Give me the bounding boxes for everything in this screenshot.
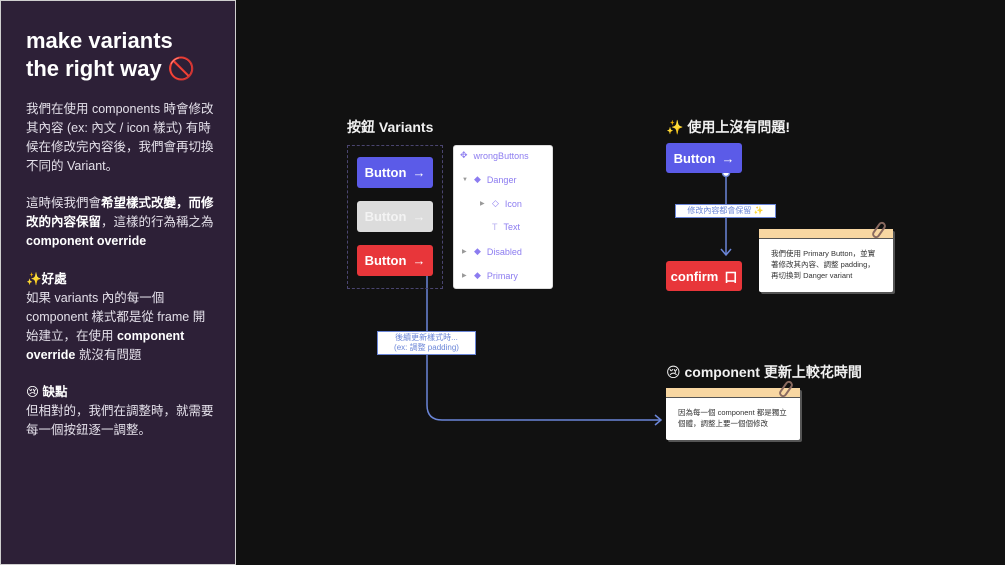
- layer-label: Primary: [486, 270, 518, 281]
- variants-heading: 按鈕 Variants: [347, 119, 434, 135]
- title-line: make variants: [26, 28, 173, 53]
- layer-label: Disabled: [486, 246, 522, 257]
- danger-button[interactable]: Button →: [357, 245, 433, 276]
- button-label: Button: [364, 165, 407, 180]
- text-bold: 😢 缺點: [26, 385, 68, 399]
- placeholder-icon: 口: [724, 269, 738, 285]
- button-label: Button: [364, 253, 407, 268]
- text-bold: 希望樣式改變，而修改的內容保留: [26, 196, 214, 229]
- caret-down-icon: ▼: [462, 176, 468, 183]
- label-line: (ex: 調整 padding): [394, 343, 459, 352]
- caret-right-icon: ▶: [462, 249, 467, 255]
- note-text: 因為每一個 component 都是獨立個體，調整上要一個個修改: [678, 408, 787, 428]
- pros-title: ✨好處: [26, 270, 216, 289]
- content-kept-label: 修改內容都會保留 ✨: [675, 204, 776, 218]
- caret-right-icon: ▶: [480, 201, 485, 207]
- primary-button[interactable]: Button →: [357, 157, 433, 188]
- cons-paragraph: 但相對的，我們在調整時，就需要每一個按鈕逐一調整。: [26, 404, 214, 437]
- text-bold: component override: [26, 329, 185, 362]
- text-icon: T: [492, 222, 498, 232]
- disabled-button[interactable]: Button →: [357, 201, 433, 232]
- text: 就沒有問題: [75, 348, 142, 362]
- caret-right-icon: ▶: [462, 273, 467, 279]
- layer-item[interactable]: ✥ wrongButtons: [460, 150, 529, 161]
- layer-item[interactable]: ▶ ◆ Primary: [462, 270, 518, 281]
- label-line: 後續更新樣式時...: [395, 333, 458, 342]
- layer-label: Text: [503, 222, 521, 232]
- arrow-right-icon: →: [412, 253, 426, 268]
- sidebar-panel: make variants the right way 🚫 我們在使用 compo…: [0, 0, 236, 565]
- confirm-button[interactable]: confirm 口: [666, 261, 742, 291]
- primary-button[interactable]: Button →: [666, 143, 742, 173]
- text-bold: component override: [26, 234, 147, 248]
- text-bold: ✨好處: [26, 272, 67, 286]
- sidebar-title: make variants the right way 🚫: [26, 27, 226, 83]
- component-icon: ◆: [474, 174, 481, 184]
- arrow-head-icon: [720, 248, 732, 257]
- text: ，這樣的行為稱之為: [101, 215, 214, 229]
- arrow-right-icon: →: [412, 209, 426, 224]
- usage-heading: ✨ 使用上沒有問題!: [666, 119, 790, 135]
- intro-paragraph: 我們在使用 components 時會修改其內容 (ex: 內文 / icon …: [26, 102, 214, 173]
- component-icon: ◆: [474, 270, 481, 280]
- button-label: confirm: [670, 268, 719, 284]
- layers-panel: ✥ wrongButtons ▼ ◆ Danger ▶ ◇ Icon T Text ▶ ◆ Di…: [453, 145, 553, 289]
- title-line: the right way 🚫: [26, 56, 196, 81]
- component-set-icon: ✥: [460, 150, 468, 160]
- connector-line: [426, 270, 660, 421]
- layer-label: Icon: [504, 198, 522, 209]
- layer-label: Danger: [486, 174, 517, 185]
- button-label: Button: [673, 150, 716, 166]
- button-label: Button: [364, 209, 407, 224]
- layer-label: wrongButtons: [473, 150, 529, 161]
- usage-note: 我們使用 Primary Button，並實著修改其內容、調整 padding，…: [759, 220, 893, 292]
- layer-item[interactable]: ▶ ◇ Icon: [480, 198, 522, 209]
- cost-heading: 😢 component 更新上較花時間: [666, 364, 862, 380]
- pros-paragraph: 如果 variants 內的每一個 component 樣式都是從 frame …: [26, 289, 216, 365]
- layer-item[interactable]: T Text: [492, 222, 520, 232]
- instance-icon: ◇: [492, 198, 499, 208]
- cost-note: 因為每一個 component 都是獨立個體，調整上要一個個修改: [666, 379, 800, 440]
- arrow-head-icon: [654, 414, 663, 426]
- text: 如果 variants 內的每一個 component 樣式都是從 frame …: [26, 291, 206, 343]
- arrow-right-icon: →: [721, 150, 735, 166]
- layer-item[interactable]: ▼ ◆ Danger: [462, 174, 516, 185]
- cons-title: 😢 缺點: [26, 383, 216, 402]
- layer-item[interactable]: ▶ ◆ Disabled: [462, 246, 522, 257]
- arrow-right-icon: →: [412, 165, 426, 180]
- update-style-label: 後續更新樣式時...(ex: 調整 padding): [377, 331, 476, 355]
- variants-frame: [347, 145, 443, 289]
- text: 這時候我們會: [26, 196, 102, 210]
- override-paragraph: 這時候我們會希望樣式改變，而修改的內容保留，這樣的行為稱之為 component…: [26, 194, 216, 251]
- component-icon: ◆: [474, 246, 481, 256]
- note-text: 我們使用 Primary Button，並實著修改其內容、調整 padding，…: [771, 249, 876, 280]
